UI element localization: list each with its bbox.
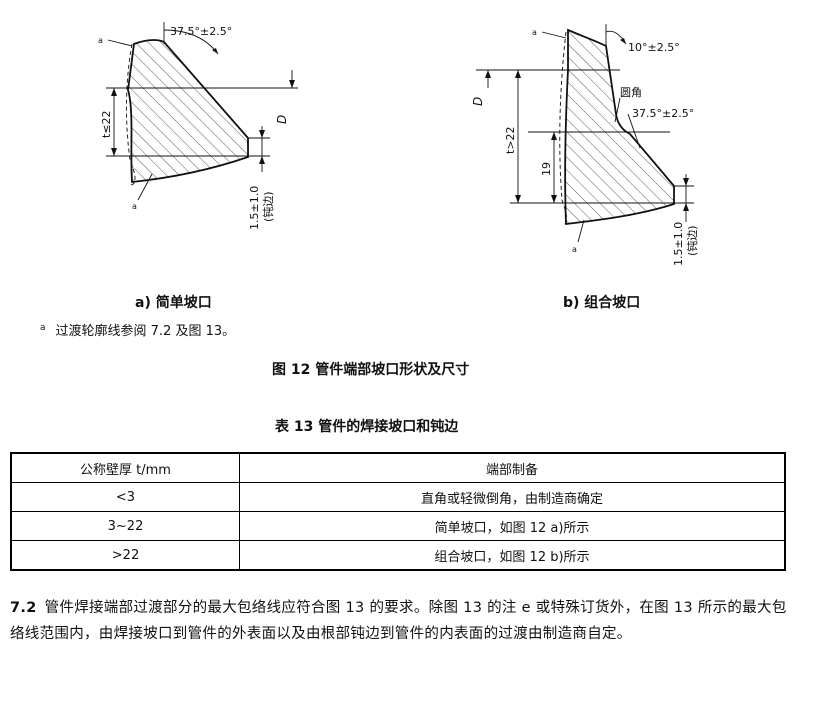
edge-preparation-table: 公称壁厚 t/mm 端部制备 <3 直角或轻微倒角，由制造商确定 3~22 简单… bbox=[10, 452, 786, 571]
bottom-angle-leader bbox=[627, 113, 641, 149]
top-angle-arc bbox=[605, 30, 627, 45]
bevel-section bbox=[127, 39, 249, 183]
table-cell: >22 bbox=[10, 540, 240, 571]
t-arrow-bottom bbox=[515, 195, 521, 203]
note-mark-top: a bbox=[532, 28, 537, 37]
top-angle-arrowhead bbox=[620, 38, 626, 44]
table-cell: <3 bbox=[10, 482, 240, 512]
round-corner-leader bbox=[614, 97, 621, 123]
note-mark-bottom: a bbox=[132, 202, 137, 211]
clause-number: 7.2 bbox=[10, 600, 37, 616]
t-label: t>22 bbox=[504, 126, 517, 154]
footnote: a 过渡轮廓线参阅 7.2 及图 13。 bbox=[40, 320, 235, 339]
land-arrow-bottom bbox=[683, 203, 689, 211]
t-arrow-bottom bbox=[111, 148, 117, 156]
figure-a-caption: a) 简单坡口 bbox=[135, 295, 212, 311]
land-note: (钝边) bbox=[261, 191, 275, 222]
table-header-cell: 端部制备 bbox=[239, 452, 786, 483]
transition-envelope-outline bbox=[125, 43, 136, 186]
height-label: 19 bbox=[540, 162, 553, 176]
bevel-section bbox=[564, 28, 675, 226]
table-cell: 3~22 bbox=[10, 511, 240, 541]
footnote-text: 过渡轮廓线参阅 7.2 及图 13。 bbox=[55, 324, 236, 339]
land-label: 1.5±1.0 bbox=[248, 186, 261, 230]
table-header-row: 公称壁厚 t/mm 端部制备 bbox=[10, 452, 786, 483]
d-arrow bbox=[289, 80, 295, 88]
table-row: >22 组合坡口，如图 12 b)所示 bbox=[10, 540, 786, 571]
round-corner-label: 圆角 bbox=[620, 86, 642, 99]
t-label: t≤22 bbox=[100, 110, 113, 138]
angle-top-label: 10°±2.5° bbox=[628, 41, 680, 54]
table-cell: 直角或轻微倒角，由制造商确定 bbox=[239, 482, 786, 512]
figure-b-compound-bevel: a a 10°±2.5° 圆角 37.5°±2.5° D t>22 19 1.5… bbox=[471, 24, 699, 266]
angle-bottom-label: 37.5°±2.5° bbox=[632, 107, 694, 120]
note-mark-bottom: a bbox=[572, 245, 577, 254]
land-arrow-top bbox=[259, 130, 265, 138]
note-leader-bottom bbox=[137, 173, 153, 201]
land-note: (钝边) bbox=[685, 225, 699, 256]
d-label: D bbox=[471, 97, 485, 106]
figure-b-caption: b) 组合坡口 bbox=[563, 295, 641, 311]
land-label: 1.5±1.0 bbox=[672, 222, 685, 266]
note-leader-top bbox=[107, 39, 133, 47]
transition-envelope-outline bbox=[559, 31, 568, 225]
table-row: 3~22 简单坡口，如图 12 a)所示 bbox=[10, 511, 786, 541]
table-header-cell: 公称壁厚 t/mm bbox=[10, 452, 240, 483]
table-cell: 简单坡口，如图 12 a)所示 bbox=[239, 511, 786, 541]
height-arrow-bottom bbox=[551, 195, 557, 203]
land-arrow-top bbox=[683, 178, 689, 186]
land-arrow-bottom bbox=[259, 156, 265, 164]
t-arrow-top bbox=[111, 88, 117, 96]
table-row: <3 直角或轻微倒角，由制造商确定 bbox=[10, 482, 786, 512]
table-cell: 组合坡口，如图 12 b)所示 bbox=[239, 540, 786, 571]
note-leader-top bbox=[541, 31, 567, 39]
d-arrow bbox=[485, 70, 491, 78]
t-arrow-top bbox=[515, 70, 521, 78]
note-mark-top: a bbox=[98, 36, 103, 45]
height-arrow-top bbox=[551, 132, 557, 140]
footnote-mark: a bbox=[40, 323, 46, 333]
table-caption: 表 13 管件的焊接坡口和钝边 bbox=[275, 419, 459, 435]
angle-label: 37.5°±2.5° bbox=[170, 25, 232, 38]
clause-text: 管件焊接端部过渡部分的最大包络线应符合图 13 的要求。除图 13 的注 e 或… bbox=[10, 600, 787, 642]
angle-arrowhead bbox=[212, 48, 218, 54]
d-label: D bbox=[275, 115, 289, 124]
figure-a-simple-bevel: a a 37.5°±2.5° t≤22 D 1.5±1.0 (钝边) bbox=[98, 22, 298, 230]
note-leader-bottom bbox=[577, 219, 585, 243]
figure-caption: 图 12 管件端部坡口形状及尺寸 bbox=[272, 362, 470, 378]
